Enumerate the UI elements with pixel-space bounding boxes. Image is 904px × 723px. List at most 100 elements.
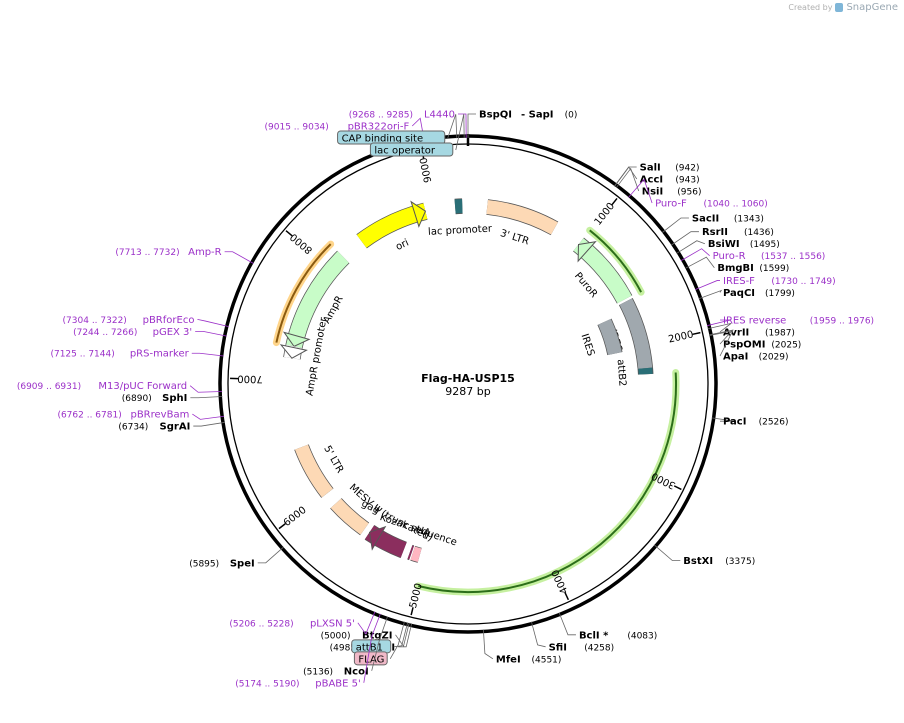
cap-site[interactable]: CAP binding site [337,130,446,145]
acci-site[interactable]: AccI(943) [640,175,700,186]
attb2-label: attB2 [615,359,628,387]
pbrforeco-site[interactable]: pBRforEco(7304 .. 7322) [63,315,195,326]
ires-fwd-feature[interactable] [619,298,653,369]
prs-marker-leader [191,352,224,357]
flag-box [353,651,388,666]
pspomi-coord: (2025) [771,340,801,350]
btgzi-site[interactable]: BtgZI(5000) [321,630,393,641]
ha-label: HA [415,524,432,539]
paqci-name: PaqCI [723,288,755,299]
avrii-site[interactable]: AvrII(1987) [723,327,795,338]
rsrii-site[interactable]: RsrII(1436) [702,227,774,238]
pbabe5-name: pBABE 5' [315,678,361,689]
rsrii-name: RsrII [702,227,728,238]
pspomi-site[interactable]: PspOMI(2025) [723,339,801,350]
l4440-site[interactable]: L4440(9268 .. 9285) [349,110,455,121]
mfei-coord: (4551) [531,655,561,665]
plxsn5-site[interactable]: pLXSN 5' (5206 .. 5228) [229,618,354,629]
bstxi-site[interactable]: BstXI (3375) [683,556,755,567]
l4440-leader [457,113,467,139]
sali-site[interactable]: SalI(942) [640,163,700,174]
pbrrevbam-name: pBRrevBam [130,410,189,421]
scale-tick-label: 8000 [288,231,315,256]
puro-f-site[interactable]: Puro-F(1040 .. 1060) [655,199,768,210]
pgex3-site[interactable]: pGEX 3'(7244 .. 7266) [73,327,192,338]
m13puc-coord: (6909 .. 6931) [17,382,81,392]
flag-label: FLAG [358,654,384,665]
puro-r-site[interactable]: Puro-R(1537 .. 1556) [713,251,826,262]
ires-f-name: IRES-F [723,276,755,287]
cap-leader [447,114,458,139]
ncoi-site[interactable]: NcoI(5136) [303,666,369,677]
nsii-site[interactable]: NsiI(956) [642,187,702,198]
attb1-label: attB1 [356,642,383,653]
ltr5-feature[interactable] [294,444,334,498]
puro-f-name: Puro-F [655,199,687,210]
paqci-coord: (1799) [765,289,795,299]
sfii-site[interactable]: SfiI(4258) [549,642,615,653]
bcli-site[interactable]: BclI *(4083) [579,630,657,641]
ires-f-site[interactable]: IRES-F(1730 .. 1749) [723,276,836,287]
scale-tick-label: 7000 [237,373,263,385]
paci-leader [711,417,736,422]
sacii-site[interactable]: SacII(1343) [692,213,764,224]
puror-arrowhead [577,241,597,263]
scale-tick [278,523,286,530]
puro-f-leader [628,178,653,204]
sphi-site[interactable]: SphI(6890) [122,393,188,404]
mesv-feature[interactable] [330,498,369,535]
scale-tick [692,331,701,336]
bsiwi-coord: (1495) [750,240,780,250]
bmgbi-site[interactable]: BmgBI(1599) [717,263,789,274]
nsii-leader [615,167,640,192]
bstxi-leader [653,544,681,561]
ires-rev-feature[interactable] [598,318,622,356]
bmgbi-name: BmgBI [717,263,754,274]
paci-site[interactable]: PacI(2526) [723,417,789,428]
lacop-leader [455,113,465,151]
ha-feature[interactable] [410,546,422,563]
pbr322ori-f-name: pBR322ori-F [348,122,410,133]
flag-site[interactable]: FLAG [353,651,388,666]
ltr3-feature[interactable] [486,200,558,235]
pbrrevbam-coord: (6762 .. 6781) [57,411,121,421]
spei-site[interactable]: SpeI(5895) [189,558,255,569]
paqci-leader [698,289,723,300]
pbr322ori-f-site[interactable]: pBR322ori-F(9015 .. 9034) [265,122,410,133]
plasmid-name: Flag-HA-USP15 [421,372,515,385]
ires-rev-site[interactable]: IRES reverse(1959 .. 1976) [723,315,874,326]
acci-name: AccI [640,175,663,186]
sgrai-site[interactable]: SgrAI(6734) [118,422,190,433]
sfii-leader [531,621,546,648]
mfei-site[interactable]: MfeI(4551) [496,654,562,665]
ires-rev-name: IRES reverse [723,315,786,326]
plxsn5-leader [357,611,376,635]
puror-label: PuroR [572,271,599,300]
plxsn5-name: pLXSN 5' [310,618,355,629]
lacop-site[interactable]: lac operator [369,142,454,157]
bstxi-coord: (3375) [725,557,755,567]
ltr3-label: 3' LTR [499,228,531,247]
pbrrevbam-site[interactable]: pBRrevBam (6762 .. 6781) [57,410,189,421]
pbabe5-site[interactable]: pBABE 5'(5174 .. 5190) [235,678,360,689]
m13puc-site[interactable]: M13/pUC Forward (6909 .. 6931) [17,381,187,392]
bspqi-sapi-site[interactable]: BspQI- SapI(0) [479,110,577,121]
bstxi-name: BstXI [683,556,713,567]
bspqi-sapi-name: BspQI [479,110,512,121]
scale-tick-label: 5000 [408,582,425,609]
spei-name: SpeI [230,558,255,569]
m13puc-name: M13/pUC Forward [98,381,187,392]
bsiwi-site[interactable]: BsiWI(1495) [708,239,780,250]
amp-r-coord: (7713 .. 7732) [115,248,179,258]
kozak-feature[interactable] [407,545,414,560]
orf-puro-arc [589,229,642,293]
apai-site[interactable]: ApaI(2029) [723,351,789,362]
gag-arrowhead [368,525,387,551]
acci-leader [614,166,638,187]
snapgene-name: SnapGene [846,2,898,13]
paqci-site[interactable]: PaqCI (1799) [723,288,795,299]
bmgbi-leader [684,256,715,269]
amp-r-site[interactable]: Amp-R(7713 .. 7732) [115,247,221,258]
prs-marker-site[interactable]: pRS-marker(7125 .. 7144) [50,349,189,360]
plxsn5-coord: (5206 .. 5228) [229,619,293,629]
